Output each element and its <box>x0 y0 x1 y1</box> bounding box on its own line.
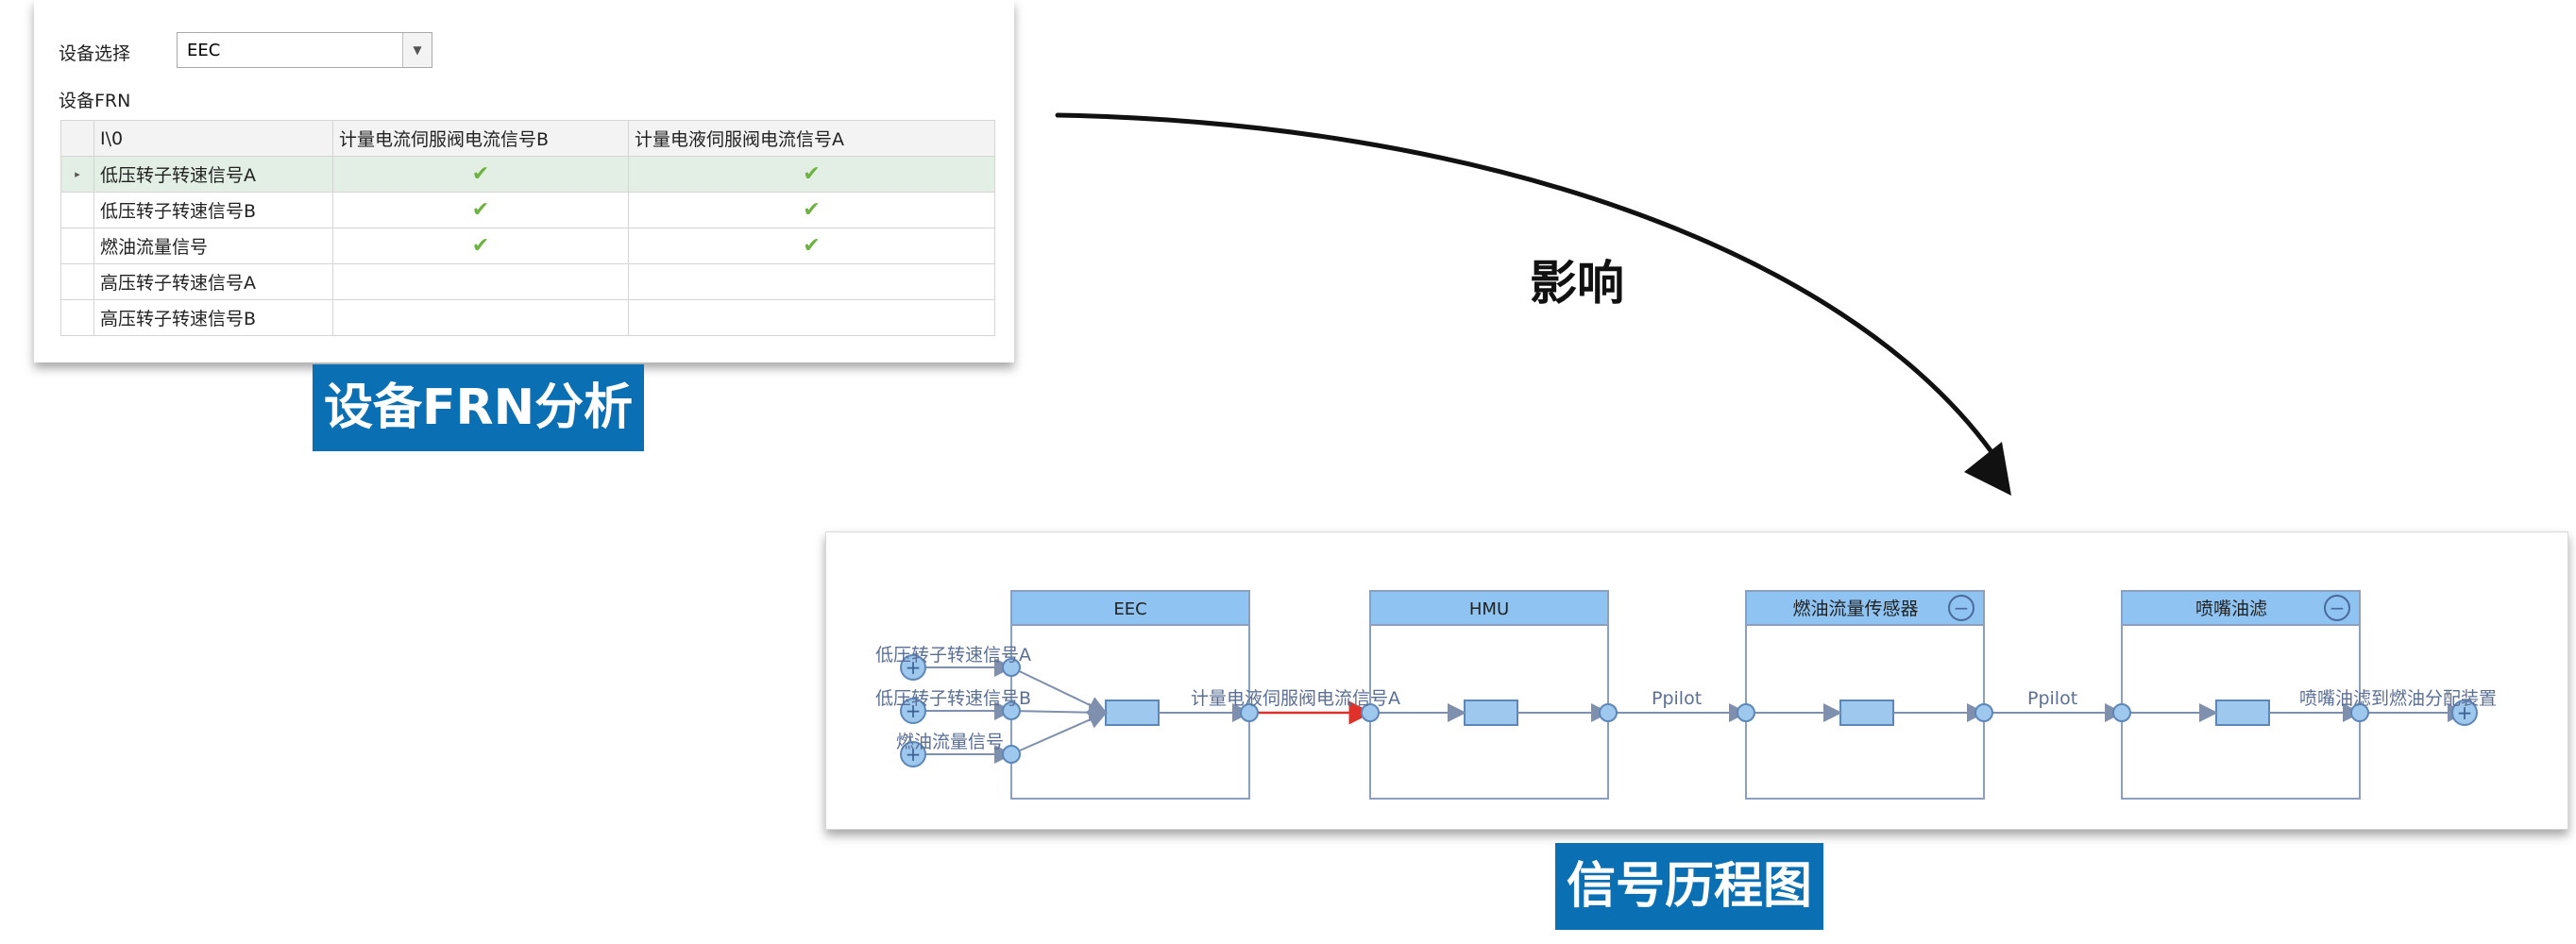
node-box-nozzle-filter[interactable]: 喷嘴油滤 − <box>2121 590 2361 800</box>
link-label: 计量电液伺服阀电流信号A <box>1191 688 1400 709</box>
column-header-io[interactable]: I\0 <box>93 120 333 157</box>
column-header-signal-b[interactable]: 计量电流伺服阀电流信号B <box>332 120 629 157</box>
port-node[interactable] <box>2350 703 2369 722</box>
table-row[interactable]: ▸ 低压转子转速信号A ✔ ✔ <box>60 156 995 193</box>
row-label: 低压转子转速信号B <box>93 192 333 228</box>
row-indicator <box>60 192 94 228</box>
device-select-value: EEC <box>187 41 221 60</box>
port-node[interactable] <box>1361 703 1380 722</box>
device-select-label: 设备选择 <box>59 43 131 64</box>
box-title: EEC <box>1113 599 1146 619</box>
check-icon[interactable]: ✔ <box>628 156 995 193</box>
table-row[interactable]: 低压转子转速信号B ✔ ✔ <box>60 192 995 228</box>
check-icon[interactable]: ✔ <box>332 156 629 193</box>
output-label: 喷嘴油滤到燃油分配装置 <box>2299 688 2497 709</box>
plus-symbol: + <box>906 743 922 766</box>
row-indicator <box>60 263 94 300</box>
table-row[interactable]: 高压转子转速信号B <box>60 299 995 336</box>
input-label: 低压转子转速信号B <box>875 688 1031 709</box>
process-block[interactable] <box>1464 700 1518 726</box>
link-label: Ppilot <box>1652 688 1702 709</box>
frn-analysis-panel: 设备选择 EEC ▼ 设备FRN I\0 计量电流伺服阀电流信号B 计量电液伺服… <box>34 0 1014 362</box>
port-nodes <box>1240 703 2369 722</box>
row-indicator <box>60 299 94 336</box>
plus-symbol: + <box>906 700 922 722</box>
table-row[interactable]: 高压转子转速信号A <box>60 263 995 300</box>
signal-history-tag: 信号历程图 <box>1555 843 1824 930</box>
port-node[interactable] <box>1240 703 1259 722</box>
plus-icon[interactable] <box>900 654 926 681</box>
signal-history-panel: EEC HMU 燃油流量传感器 − 喷嘴油滤 − <box>825 531 2568 830</box>
table-cell[interactable] <box>628 299 995 336</box>
selected-row-marker-icon: ▸ <box>60 156 94 193</box>
port-node[interactable] <box>1002 745 1021 764</box>
input-label: 低压转子转速信号A <box>875 645 1031 666</box>
plus-icon[interactable] <box>900 741 926 767</box>
table-row[interactable]: 燃油流量信号 ✔ ✔ <box>60 228 995 264</box>
process-block[interactable] <box>2215 700 2270 726</box>
row-label: 低压转子转速信号A <box>93 156 333 193</box>
box-title: 喷嘴油滤 <box>2195 598 2267 619</box>
frn-label: 设备FRN <box>59 91 131 111</box>
column-header-signal-a[interactable]: 计量电液伺服阀电流信号A <box>628 120 995 157</box>
input-plus-icons[interactable]: + + + <box>900 654 926 767</box>
port-node[interactable] <box>1002 658 1021 677</box>
port-node[interactable] <box>2112 703 2131 722</box>
plus-icon[interactable] <box>2451 700 2478 726</box>
table-cell[interactable] <box>628 263 995 300</box>
collapse-symbol: − <box>2330 597 2346 619</box>
port-node[interactable] <box>1002 701 1021 720</box>
input-label: 燃油流量信号 <box>896 732 1004 752</box>
collapse-icon[interactable] <box>2324 595 2350 621</box>
influence-label: 影响 <box>1530 256 1624 311</box>
node-box-eec[interactable]: EEC <box>1010 590 1250 800</box>
port-node[interactable] <box>1599 703 1618 722</box>
check-icon[interactable]: ✔ <box>628 228 995 264</box>
arrow-head-icon <box>1964 442 2011 496</box>
chevron-down-icon[interactable]: ▼ <box>402 33 432 67</box>
plus-icon[interactable] <box>900 698 926 724</box>
row-label: 高压转子转速信号B <box>93 299 333 336</box>
link-label: Ppilot <box>2027 688 2077 709</box>
input-ports <box>1002 658 1021 764</box>
row-indicator-header <box>60 120 94 157</box>
table-cell[interactable] <box>332 263 629 300</box>
collapse-symbol: − <box>1954 597 1970 619</box>
input-links <box>913 658 1108 764</box>
process-block[interactable] <box>1105 700 1160 726</box>
node-box-fuel-flow-sensor[interactable]: 燃油流量传感器 − <box>1745 590 1985 800</box>
port-node[interactable] <box>1737 703 1755 722</box>
box-title: 燃油流量传感器 <box>1792 598 1918 619</box>
frn-analysis-tag: 设备FRN分析 <box>313 364 645 451</box>
node-box-hmu[interactable]: HMU <box>1369 590 1609 800</box>
device-select[interactable]: EEC ▼ <box>177 32 432 68</box>
influence-arrow-curve <box>1055 112 1995 456</box>
port-node[interactable] <box>1974 703 1993 722</box>
process-block[interactable] <box>1839 700 1894 726</box>
plus-symbol: + <box>2457 701 2473 724</box>
plus-symbol: + <box>906 656 922 679</box>
signal-history-diagram: EEC HMU 燃油流量传感器 − 喷嘴油滤 − <box>875 590 2497 800</box>
frn-table: I\0 计量电流伺服阀电流信号B 计量电液伺服阀电流信号A ▸ 低压转子转速信号… <box>60 120 995 336</box>
collapse-icon[interactable] <box>1948 595 1974 621</box>
box-title: HMU <box>1469 599 1509 619</box>
table-cell[interactable] <box>332 299 629 336</box>
